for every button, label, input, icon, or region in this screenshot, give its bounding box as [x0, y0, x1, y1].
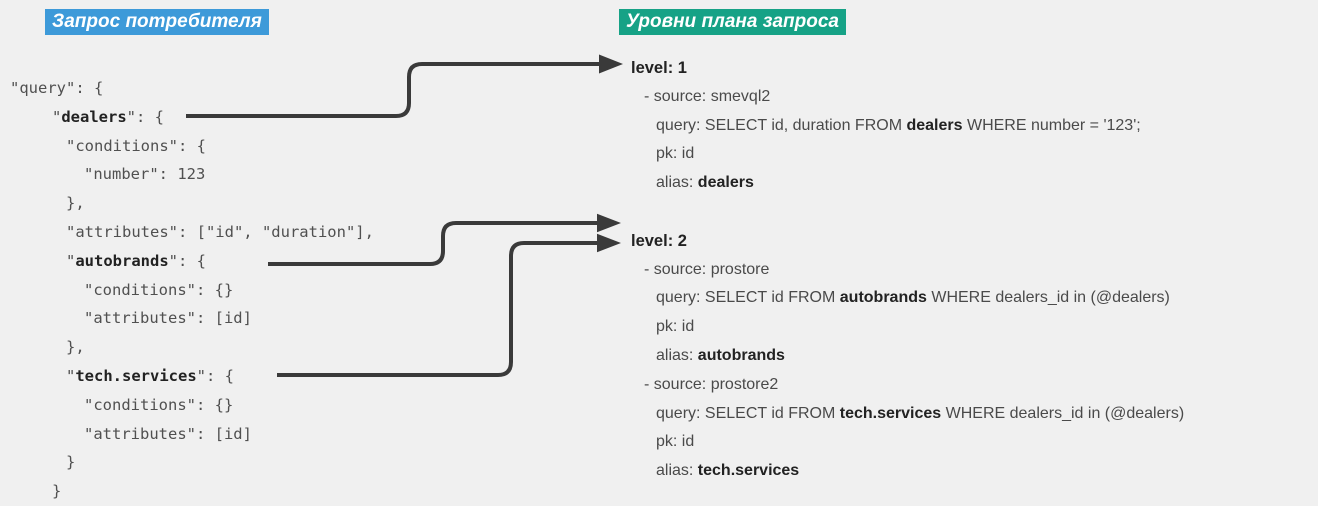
emphasized-text: autobrands	[839, 289, 927, 307]
code-line: "query": {	[10, 74, 374, 103]
text-run: "	[66, 366, 76, 385]
emphasized-text: tech.services	[75, 366, 197, 385]
entry-detail-line: pk: id	[631, 140, 1184, 169]
entry-source-line: - source: prostore	[631, 256, 1184, 285]
text-run: alias:	[656, 462, 698, 480]
code-line: "conditions": {	[10, 132, 374, 161]
text-run: "conditions": {	[66, 136, 206, 155]
right-panel-title: Уровни плана запроса	[619, 9, 846, 35]
text-run: pk: id	[656, 145, 695, 163]
left-panel-title: Запрос потребителя	[45, 9, 269, 35]
code-line: "attributes": [id]	[10, 304, 374, 333]
text-run: },	[66, 338, 85, 357]
entry-detail-line: query: SELECT id FROM autobrands WHERE d…	[631, 284, 1184, 313]
text-run: query: SELECT id, duration FROM	[656, 116, 907, 134]
text-run: query: SELECT id FROM	[656, 289, 840, 307]
entry-source-line: - source: prostore2	[631, 371, 1184, 400]
code-line: "number": 123	[10, 160, 374, 189]
emphasized-text: dealers	[697, 174, 754, 192]
text-run: ": {	[126, 107, 164, 126]
entry-source-line: - source: smevql2	[631, 83, 1184, 112]
emphasized-text: tech.services	[697, 462, 800, 480]
code-line: "conditions": {}	[10, 391, 374, 420]
emphasized-text: dealers	[906, 116, 963, 134]
text-run: ": {	[168, 251, 206, 270]
text-run: "attributes": ["id", "duration"],	[66, 222, 374, 241]
level-label: level: 1	[631, 59, 687, 77]
text-run: }	[52, 482, 62, 501]
entry-detail-line: alias: dealers	[631, 169, 1184, 198]
level-block: level: 1 - source: smevql2 query: SELECT i…	[631, 54, 1184, 198]
consumer-query-code: "query": {"dealers": {"conditions": {"nu…	[10, 74, 374, 506]
text-run: "number": 123	[84, 165, 206, 184]
text-run: ": {	[196, 366, 234, 385]
code-line: },	[10, 333, 374, 362]
text-run: - source: prostore2	[644, 375, 779, 393]
text-run: - source: smevql2	[644, 87, 771, 105]
text-run: query: SELECT id FROM	[656, 404, 840, 422]
entry-detail-line: query: SELECT id, duration FROM dealers …	[631, 112, 1184, 141]
text-run: pk: id	[656, 318, 695, 336]
entry-detail-line: alias: tech.services	[631, 457, 1184, 486]
emphasized-text: autobrands	[697, 346, 785, 364]
entry-detail-line: alias: autobrands	[631, 342, 1184, 371]
entry-detail-line: query: SELECT id FROM tech.services WHER…	[631, 400, 1184, 429]
text-run: WHERE dealers_id in (@dealers)	[926, 289, 1170, 307]
text-run: "conditions": {}	[84, 280, 234, 299]
entry-detail-line: pk: id	[631, 428, 1184, 457]
text-run: "	[66, 251, 76, 270]
level-label: level: 2	[631, 231, 687, 250]
code-line: },	[10, 189, 374, 218]
text-run: },	[66, 194, 85, 213]
text-run: "	[52, 107, 62, 126]
code-line: "attributes": [id]	[10, 420, 374, 449]
code-line: }	[10, 448, 374, 477]
emphasized-text: dealers	[61, 107, 127, 126]
text-run: WHERE number = '123';	[962, 116, 1141, 134]
text-run: pk: id	[656, 433, 695, 451]
text-run: - source: prostore	[644, 260, 770, 278]
text-run: "attributes": [id]	[84, 309, 252, 328]
emphasized-text: autobrands	[75, 251, 169, 270]
text-run: alias:	[656, 174, 698, 192]
text-run: alias:	[656, 346, 698, 364]
entry-detail-line: pk: id	[631, 313, 1184, 342]
text-run: "attributes": [id]	[84, 424, 252, 443]
level-block: level: 2 - source: prostore query: SELECT …	[631, 227, 1184, 486]
code-line: "conditions": {}	[10, 276, 374, 305]
code-line: }	[10, 477, 374, 506]
text-run: }	[66, 453, 76, 472]
code-line: "dealers": {	[10, 103, 374, 132]
text-run: "query": {	[10, 79, 104, 97]
code-line: "tech.services": {	[10, 362, 374, 391]
query-plan-levels: level: 1 - source: smevql2 query: SELECT i…	[631, 54, 1184, 486]
code-line: "autobrands": {	[10, 247, 374, 276]
code-line: "attributes": ["id", "duration"],	[10, 218, 374, 247]
emphasized-text: tech.services	[839, 404, 942, 422]
text-run: WHERE dealers_id in (@dealers)	[941, 404, 1185, 422]
text-run: "conditions": {}	[84, 395, 234, 414]
